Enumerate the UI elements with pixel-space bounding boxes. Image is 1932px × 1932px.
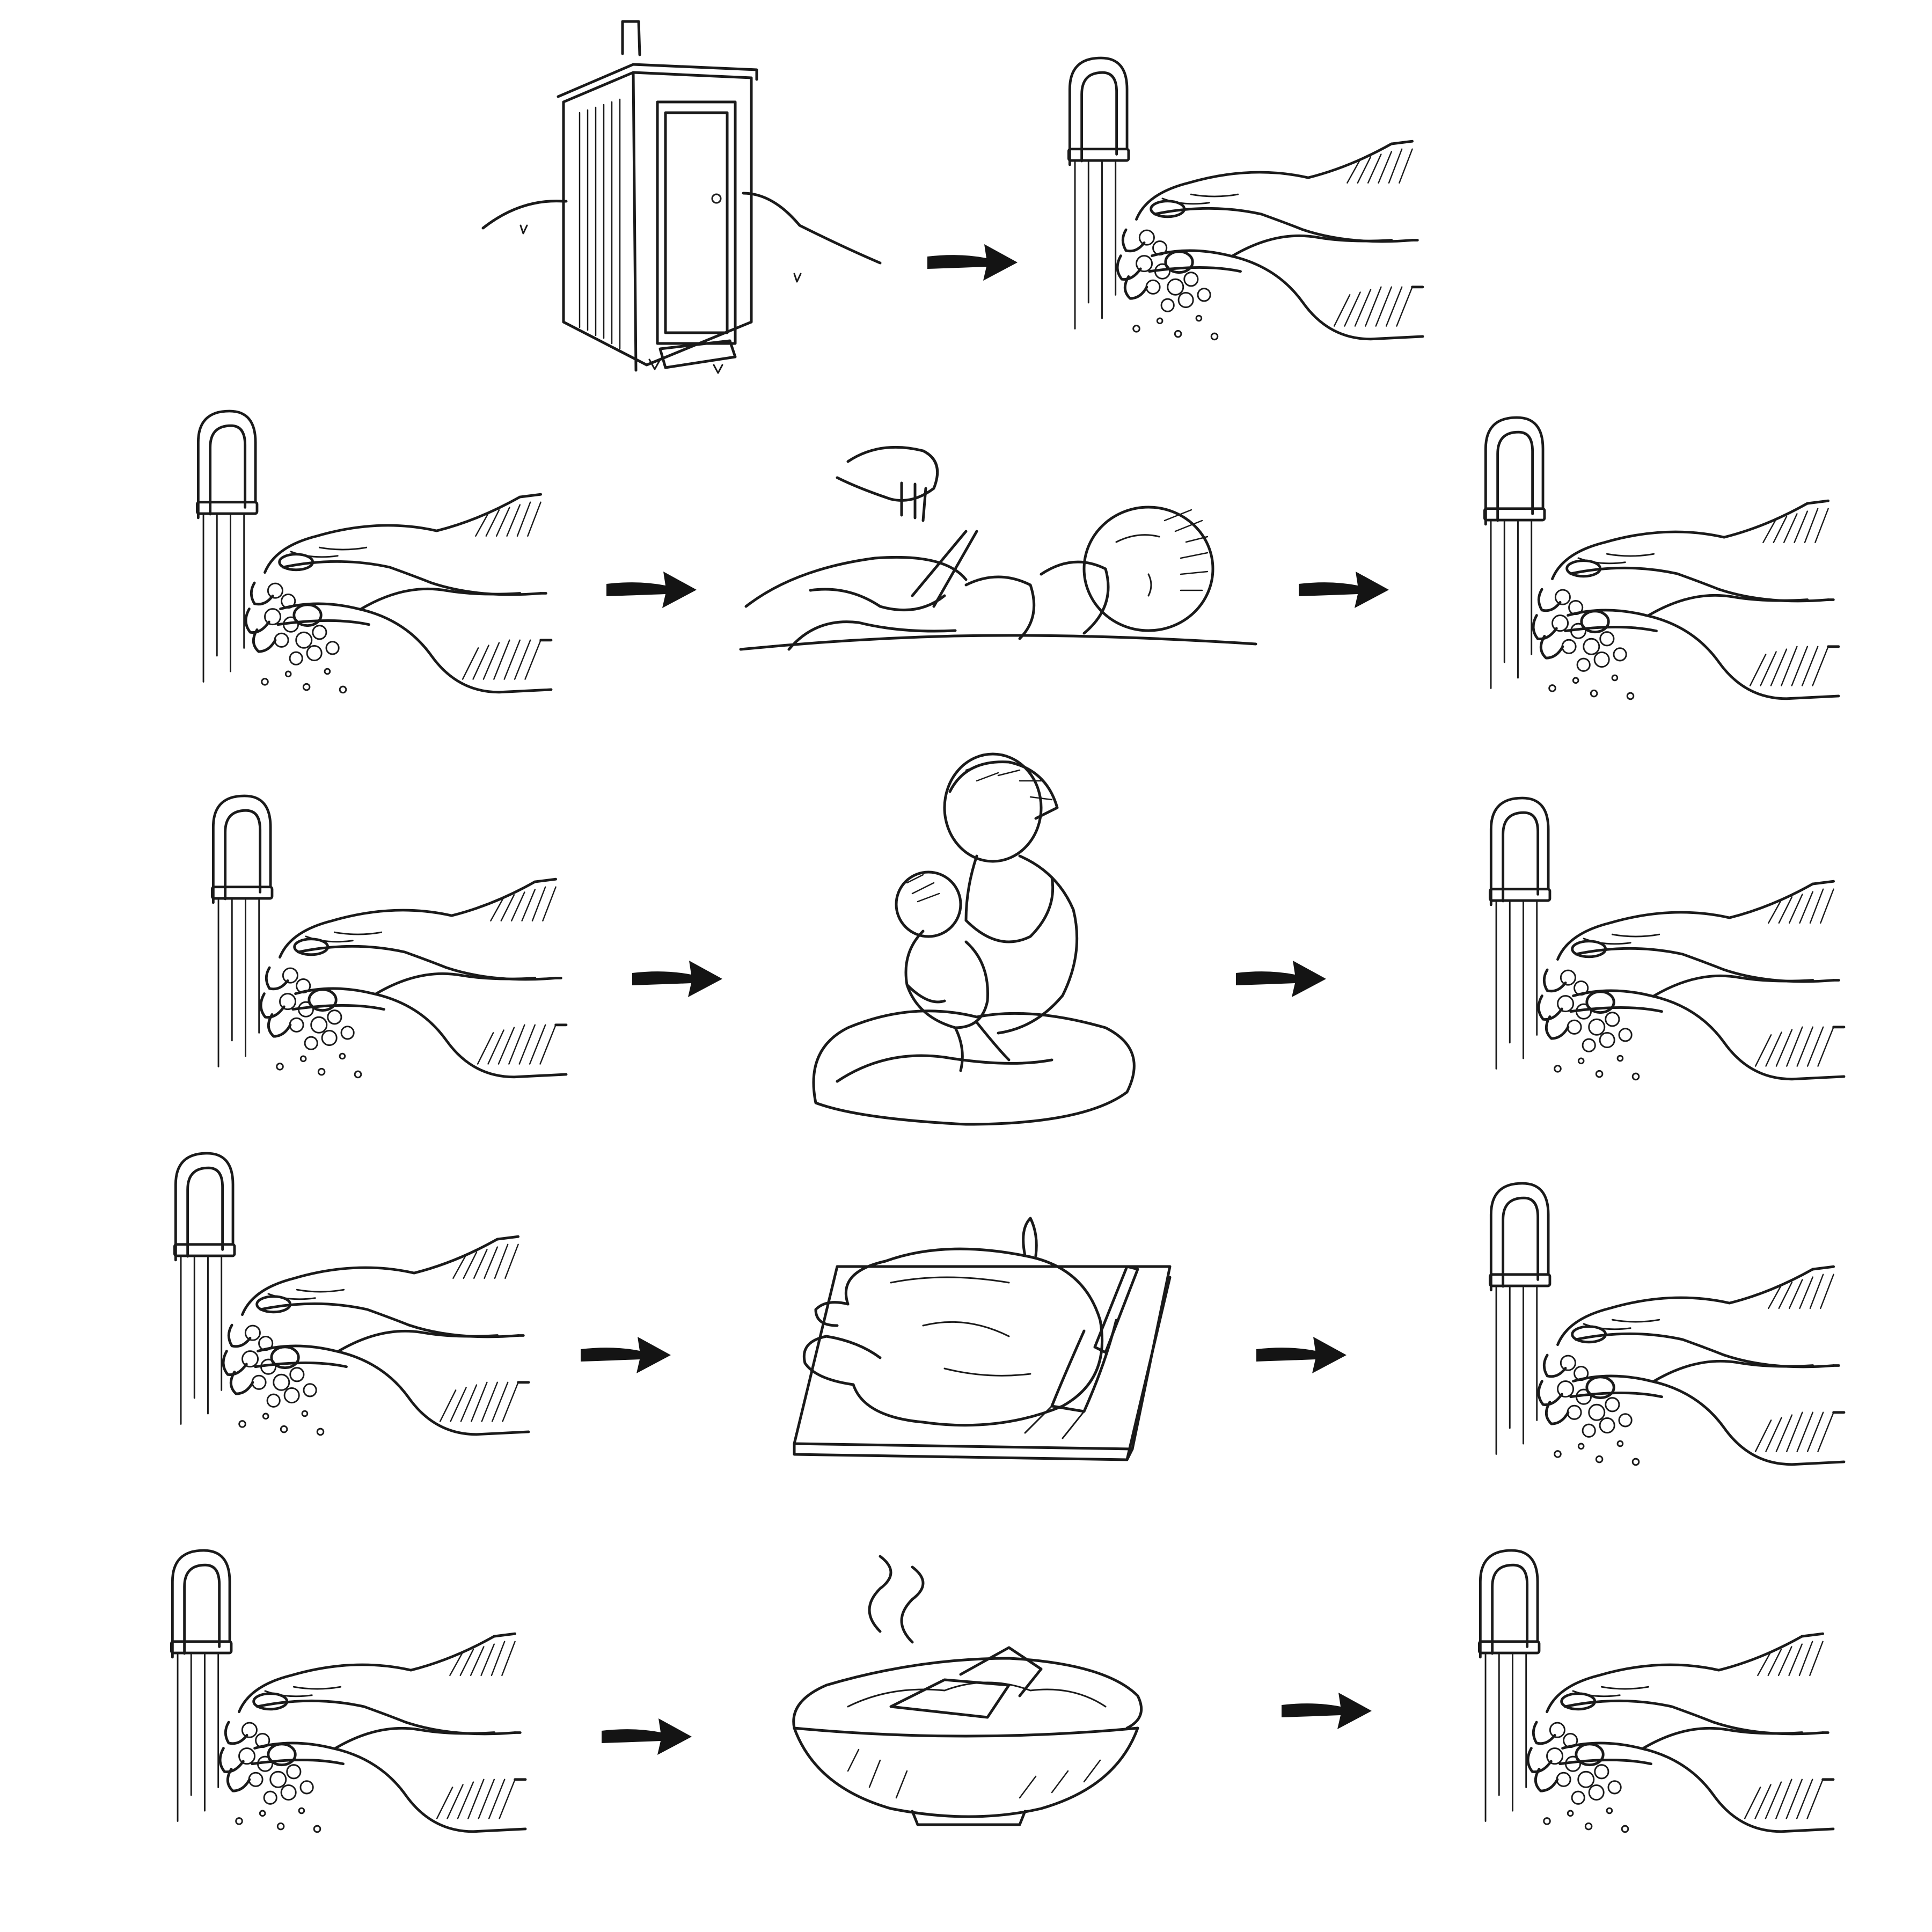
handwashing-icon: [197, 411, 551, 693]
flow-arrow: [1236, 961, 1326, 997]
food-bowl-icon: [792, 1555, 1143, 1826]
handwashing-icon: [1479, 1550, 1833, 1832]
flow-arrow: [602, 1718, 692, 1755]
handwashing-icon: [1069, 58, 1423, 340]
latrine-icon: [481, 20, 882, 374]
flow-arrow: [1299, 572, 1389, 608]
diaper-change-icon: [739, 445, 1257, 651]
flow-arrow: [1256, 1337, 1346, 1373]
flow-arrow: [632, 961, 722, 997]
breastfeeding-icon: [812, 752, 1136, 1126]
handwashing-icon: [174, 1153, 529, 1435]
handwashing-icon: [1490, 1183, 1844, 1465]
flow-arrow: [581, 1337, 671, 1373]
handwashing-icon: [171, 1550, 525, 1832]
flow-arrow: [606, 572, 697, 608]
handwashing-icon: [212, 796, 566, 1078]
flow-arrow: [1282, 1693, 1372, 1729]
raw-chicken-icon: [793, 1217, 1172, 1461]
handwashing-icon: [1484, 418, 1839, 699]
handwashing-icon: [1490, 798, 1844, 1080]
flow-arrow: [927, 244, 1018, 281]
